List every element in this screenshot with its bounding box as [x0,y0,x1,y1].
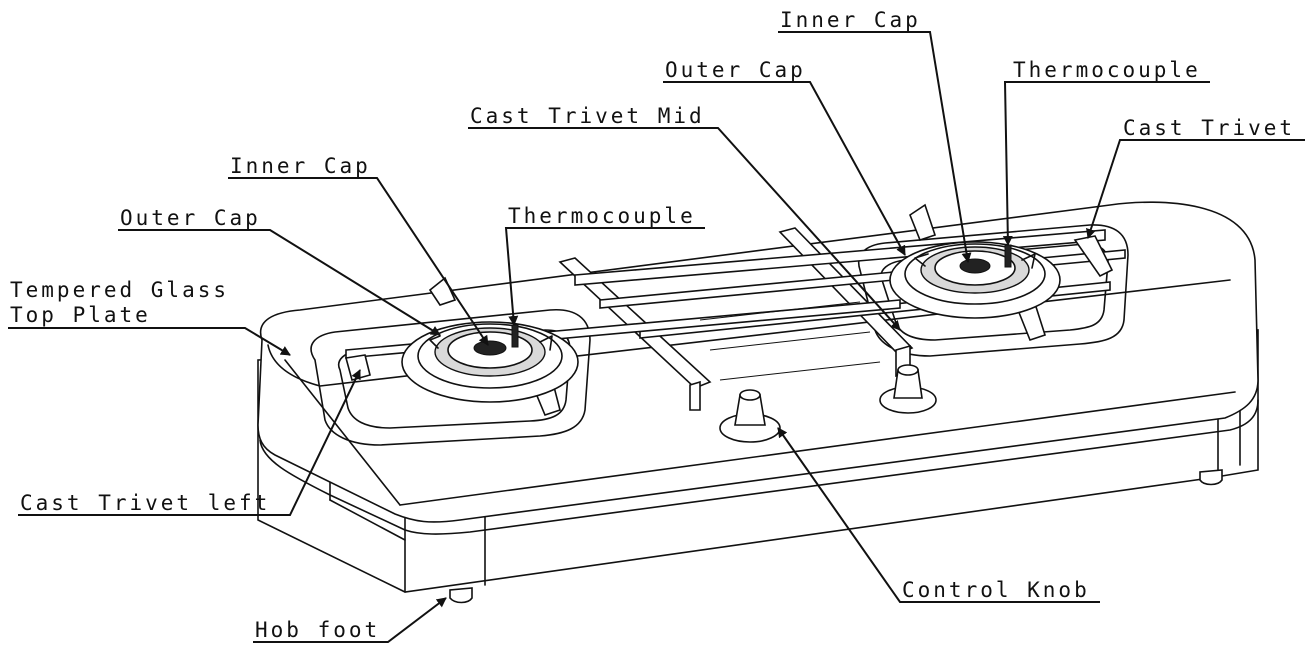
leader-lines [8,31,1305,643]
thermocouple-right [1004,244,1012,268]
label-hob-foot: Hob foot [255,618,380,642]
burner-right [889,241,1061,319]
label-tempered-glass-line2: Top Plate [10,303,151,327]
label-inner-cap-left: Inner Cap [230,154,371,178]
label-cast-trivet-mid: Cast Trivet Mid [470,104,705,128]
labels: Inner Cap Outer Cap Thermocouple Cast Tr… [10,8,1295,642]
label-cast-trivet-left: Cast Trivet left [20,491,270,515]
hob-foot [449,587,473,604]
label-inner-cap-right: Inner Cap [780,8,921,32]
label-thermocouple-right: Thermocouple [1013,58,1201,82]
burner-left [401,321,579,403]
label-thermocouple-left: Thermocouple [508,204,696,228]
label-cast-trivet: Cast Trivet [1123,116,1295,140]
label-outer-cap-right: Outer Cap [665,58,806,82]
label-tempered-glass-line1: Tempered Glass [10,278,229,302]
inner-cap-right [959,258,991,274]
inner-cap-left [473,340,507,356]
label-outer-cap-left: Outer Cap [120,206,261,230]
label-control-knob: Control Knob [902,578,1090,602]
thermocouple-left [511,324,519,348]
control-knob-left [719,389,781,443]
control-knob-right [879,364,937,414]
